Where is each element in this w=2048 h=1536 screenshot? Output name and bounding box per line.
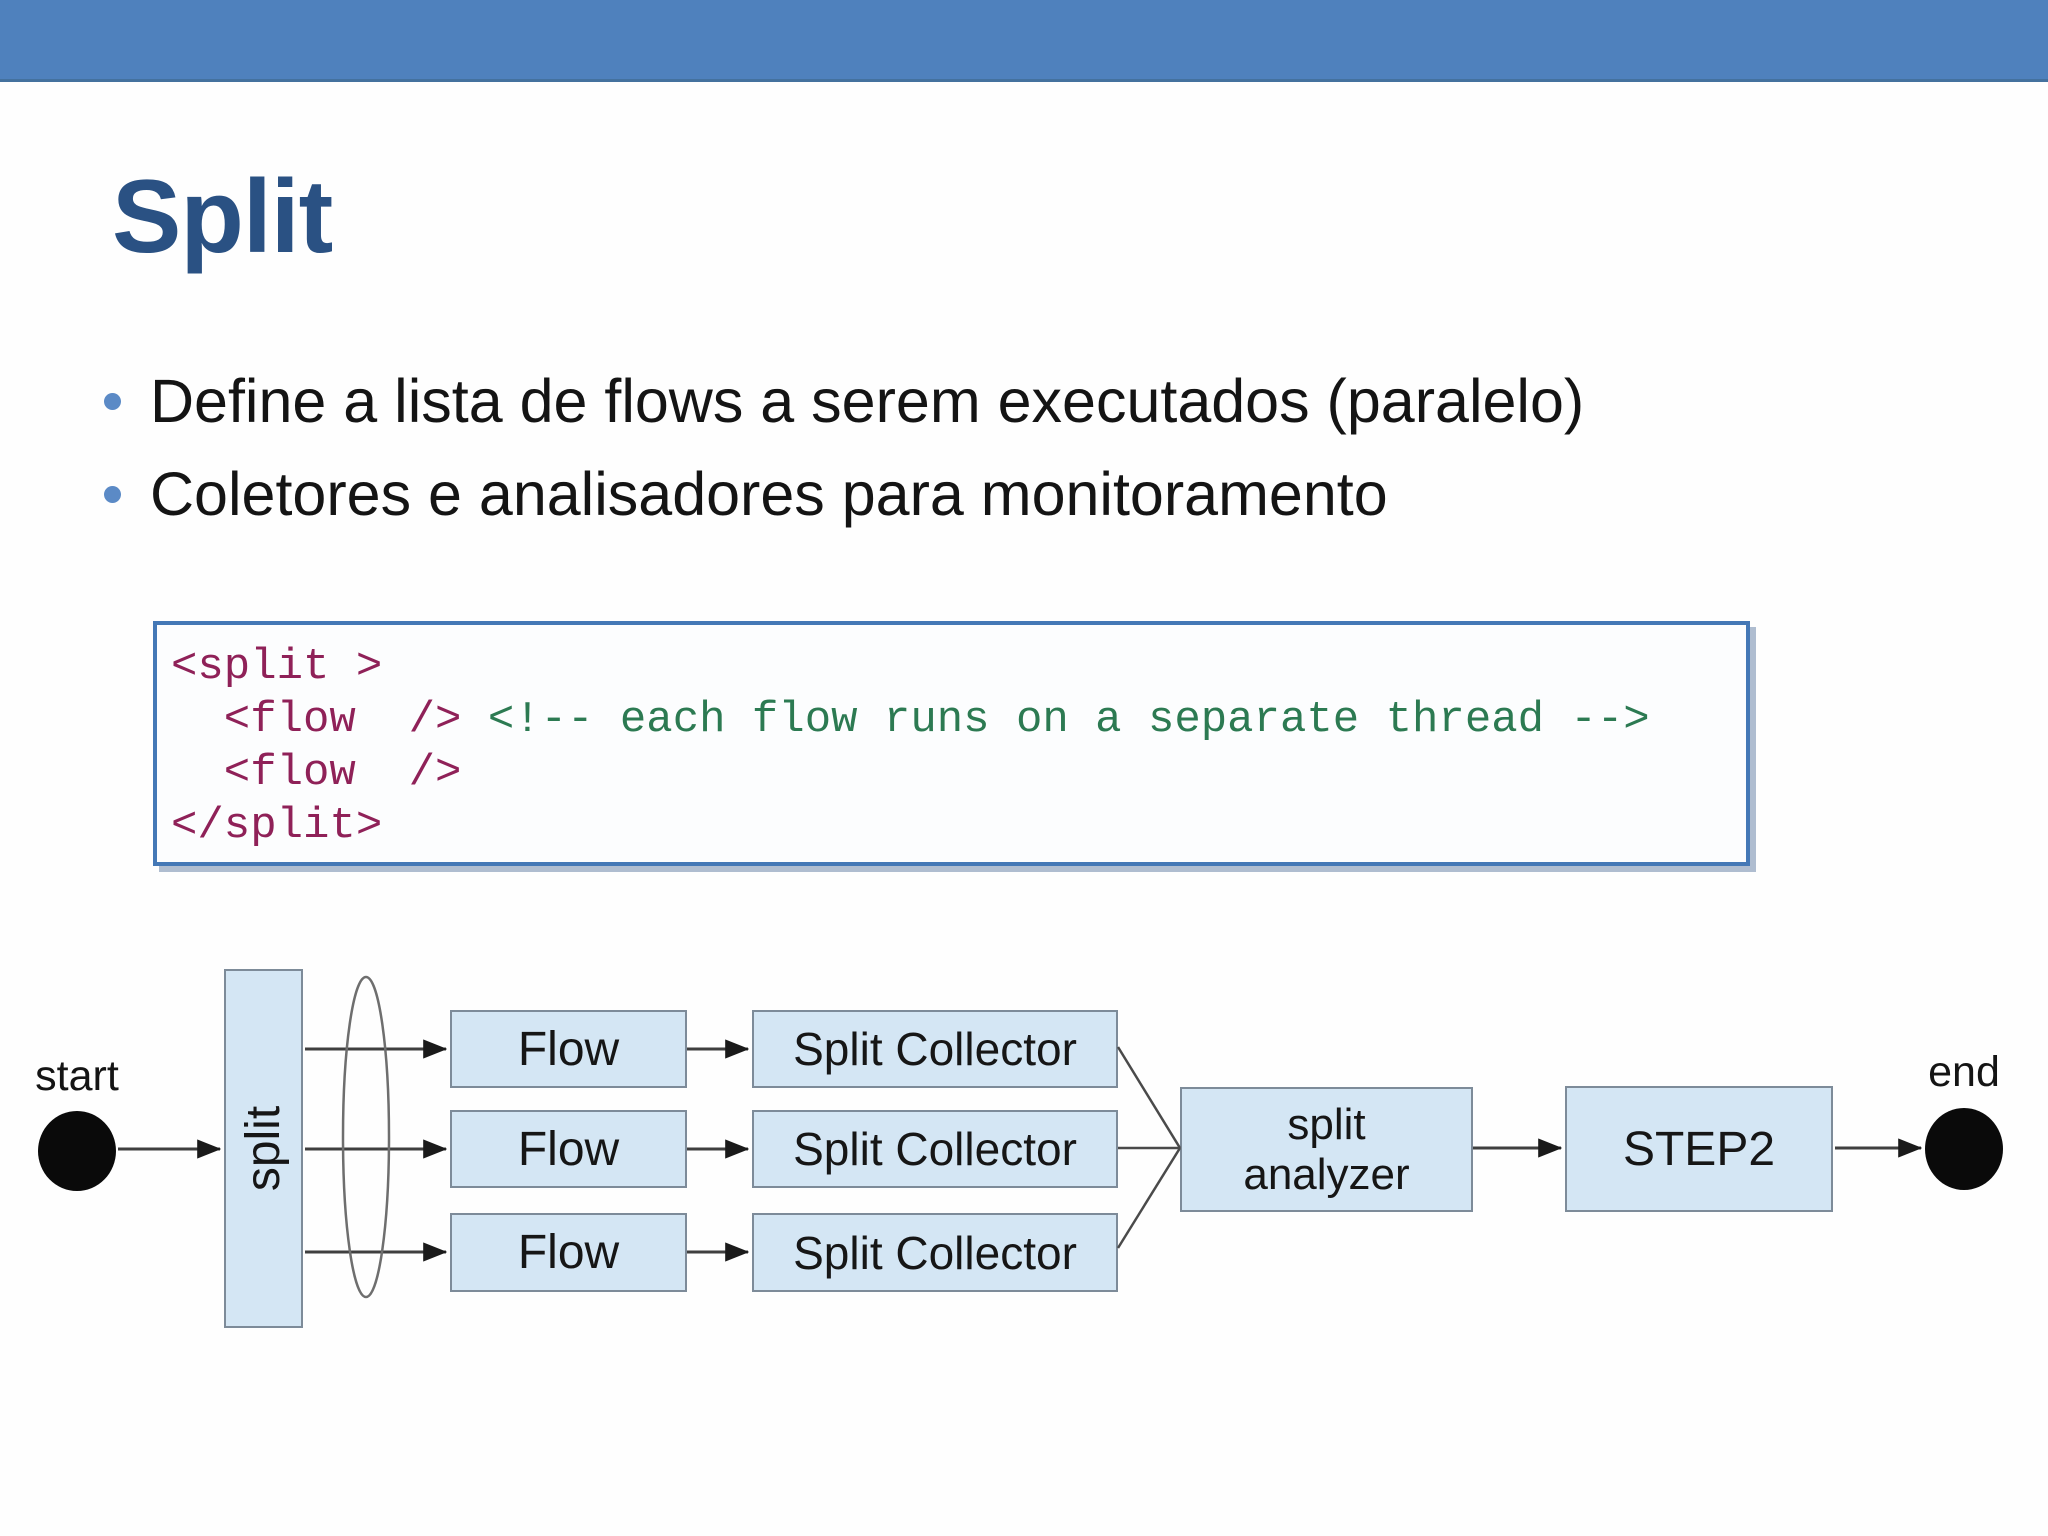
top-accent-bar: [0, 0, 2048, 82]
bullet-text: Coletores e analisadores para monitorame…: [150, 460, 1388, 528]
code-token-tag: <flow />: [171, 748, 462, 798]
step2-node: STEP2: [1565, 1086, 1833, 1212]
end-label: end: [1928, 1048, 2000, 1096]
connector-collector-to-analyzer: [1116, 1046, 1182, 1149]
bullet-text: Define a lista de flows a serem executad…: [150, 367, 1585, 435]
flow-node: Flow: [450, 1213, 687, 1292]
connector-collector-to-analyzer: [1116, 1147, 1182, 1249]
code-line: </split>: [171, 800, 1746, 853]
split-collector-node: Split Collector: [752, 1110, 1118, 1188]
split-analyzer-node: split analyzer: [1180, 1087, 1473, 1212]
code-block: <split > <flow /> <!-- each flow runs on…: [153, 621, 1750, 866]
split-node: split: [224, 969, 303, 1328]
page-title: Split: [112, 159, 333, 275]
split-collector-node: Split Collector: [752, 1010, 1118, 1088]
code-token-tag: <flow />: [171, 695, 488, 745]
code-line: <flow />: [171, 747, 1746, 800]
flow-node: Flow: [450, 1110, 687, 1188]
code-token-tag: </split>: [171, 801, 383, 851]
end-node-circle: [1925, 1108, 2003, 1190]
start-node-circle: [38, 1111, 116, 1191]
start-label: start: [35, 1052, 119, 1100]
code-line: <flow /> <!-- each flow runs on a separa…: [171, 694, 1746, 747]
code-token-comment: <!-- each flow runs on a separate thread…: [487, 695, 1650, 745]
code-token-tag: <split >: [171, 642, 383, 692]
bullet-item: Define a lista de flows a serem executad…: [96, 366, 1596, 436]
split-collector-node: Split Collector: [752, 1213, 1118, 1292]
parallel-ellipse: [341, 975, 391, 1299]
split-node-label: split: [237, 1105, 291, 1192]
bullet-item: Coletores e analisadores para monitorame…: [96, 459, 1596, 529]
bullet-list: Define a lista de flows a serem executad…: [96, 366, 1596, 552]
code-line: <split >: [171, 641, 1746, 694]
bullet-dot-icon: [104, 486, 121, 503]
bullet-dot-icon: [104, 393, 121, 410]
flow-node: Flow: [450, 1010, 687, 1088]
